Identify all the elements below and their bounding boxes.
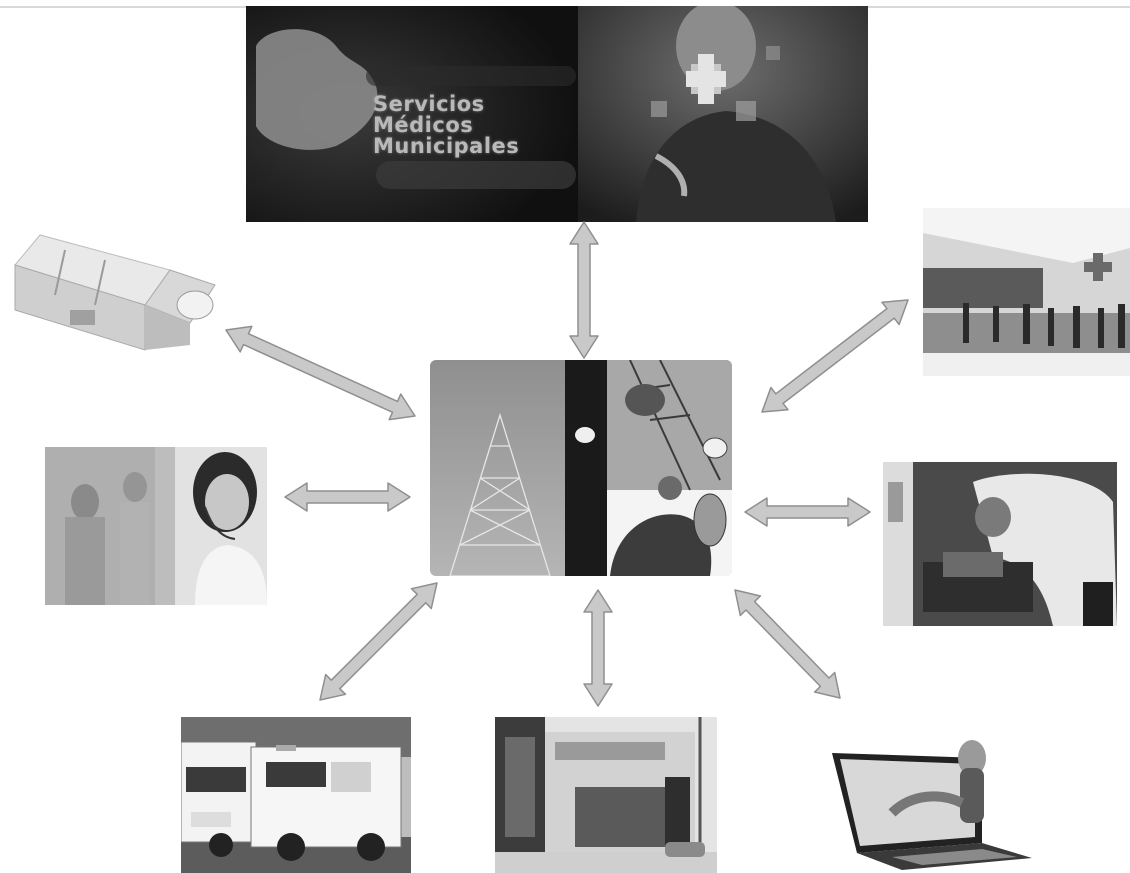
mobile-clinic-graphic [14,234,216,351]
servicios-medicos-banner: Servicios Médicos Municipales [246,6,868,222]
laptop-graphic [832,740,1032,870]
radio-tower-graphic [430,360,732,576]
call-center-operator-image [45,447,267,605]
ambulances-graphic [181,717,411,873]
center-hub-image [430,360,732,576]
arrow-mid-left [284,482,411,512]
banner-title: Servicios Médicos Municipales [373,94,519,157]
banner-line-1: Servicios [373,92,485,116]
hospital-facade-graphic [495,717,717,873]
arrow-bottom-right [734,589,841,699]
paramedics-graphic [883,462,1117,626]
arrow-top-left [225,325,416,421]
laptop-telemedicine-image [832,733,1032,870]
banner-graphic [246,6,868,222]
arrow-top [569,221,599,359]
hospital-building-graphic [923,208,1130,376]
mobile-clinic-image [10,225,225,355]
arrow-bottom-center [583,589,613,707]
operator-graphic [45,447,267,605]
arrow-mid-right [744,497,871,527]
hospital-building-image [923,208,1130,376]
paramedics-image [883,462,1117,626]
arrow-top-right [761,299,909,413]
ambulances-image [181,717,411,873]
arrow-bottom-left [319,582,438,701]
banner-line-2: Médicos [373,113,474,137]
banner-line-3: Municipales [373,134,520,158]
municipal-hospital-image [495,717,717,873]
